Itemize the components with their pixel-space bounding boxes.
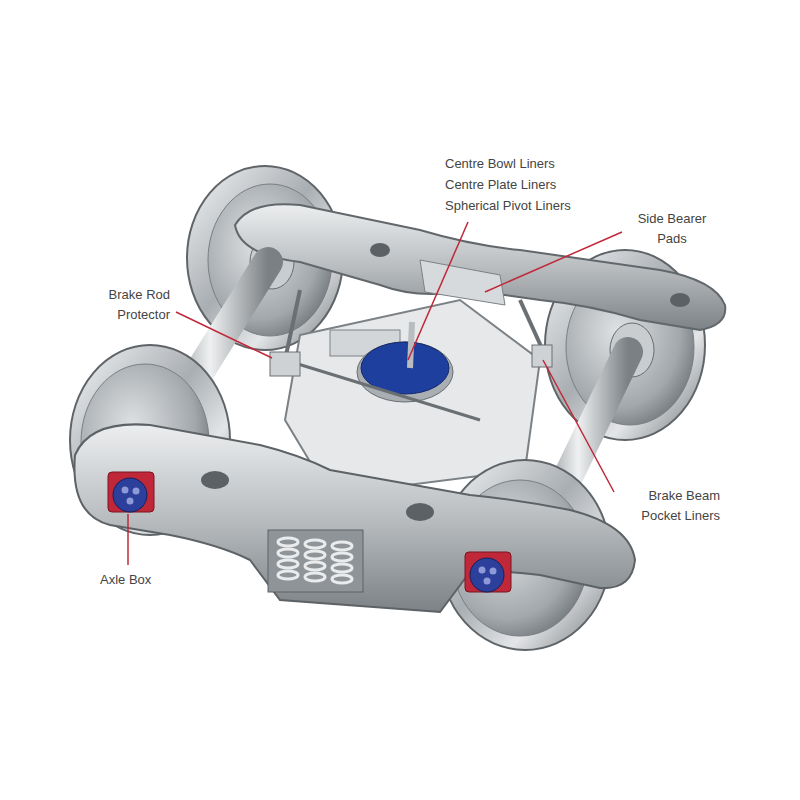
brake-rod-protector — [270, 352, 300, 376]
frame-hole — [370, 243, 390, 257]
leader-line — [485, 232, 622, 292]
spring-coil — [332, 553, 352, 561]
leader-line — [176, 312, 272, 358]
axle-box-housing — [108, 472, 154, 512]
spring-coil — [305, 551, 325, 559]
part-label: Side Bearer Pads — [626, 209, 718, 249]
spring-coil — [305, 540, 325, 548]
frame-hole — [201, 471, 229, 489]
leader-line — [408, 222, 468, 360]
spring-coil — [305, 562, 325, 570]
brake-beam-pocket — [532, 345, 552, 367]
centre-bowl — [357, 342, 453, 402]
part-label: Centre Bowl Liners — [445, 154, 625, 174]
spring-coil — [332, 564, 352, 572]
part-label: Axle Box — [100, 570, 190, 590]
spring-coil — [278, 560, 298, 568]
spring-window — [268, 530, 363, 592]
part-label: Spherical Pivot Liners — [445, 196, 635, 216]
side-frame — [235, 204, 725, 330]
spring-coil — [278, 549, 298, 557]
axle-box-cap — [470, 558, 504, 592]
axle-box-housing — [465, 552, 511, 592]
cap-bolt — [490, 568, 497, 575]
cap-bolt — [122, 487, 129, 494]
spring-coil — [332, 542, 352, 550]
axle-box — [108, 472, 154, 512]
cap-bolt — [484, 578, 491, 585]
part-label: Brake Rod Protector — [88, 285, 170, 325]
spring-coil — [278, 571, 298, 579]
brake-rod — [285, 290, 300, 360]
leader-lines — [128, 222, 622, 565]
axle-box-cap — [113, 478, 147, 512]
frame-hole — [670, 293, 690, 307]
frame-hole — [406, 503, 434, 521]
cap-bolt — [479, 567, 486, 574]
king-pin — [410, 322, 412, 368]
part-label: Centre Plate Liners — [445, 175, 625, 195]
spring-coil — [305, 573, 325, 581]
brake-rod — [285, 360, 480, 420]
leader-line — [543, 360, 614, 492]
leader-line — [127, 514, 129, 565]
spring-coil — [278, 538, 298, 546]
side-frame — [74, 424, 635, 612]
springs — [278, 538, 352, 583]
cap-bolt — [133, 488, 140, 495]
side-bearer — [420, 260, 505, 305]
part-label: Brake Beam Pocket Liners — [616, 486, 720, 526]
axle-box — [465, 552, 511, 592]
spring-coil — [332, 575, 352, 583]
cap-bolt — [127, 498, 134, 505]
